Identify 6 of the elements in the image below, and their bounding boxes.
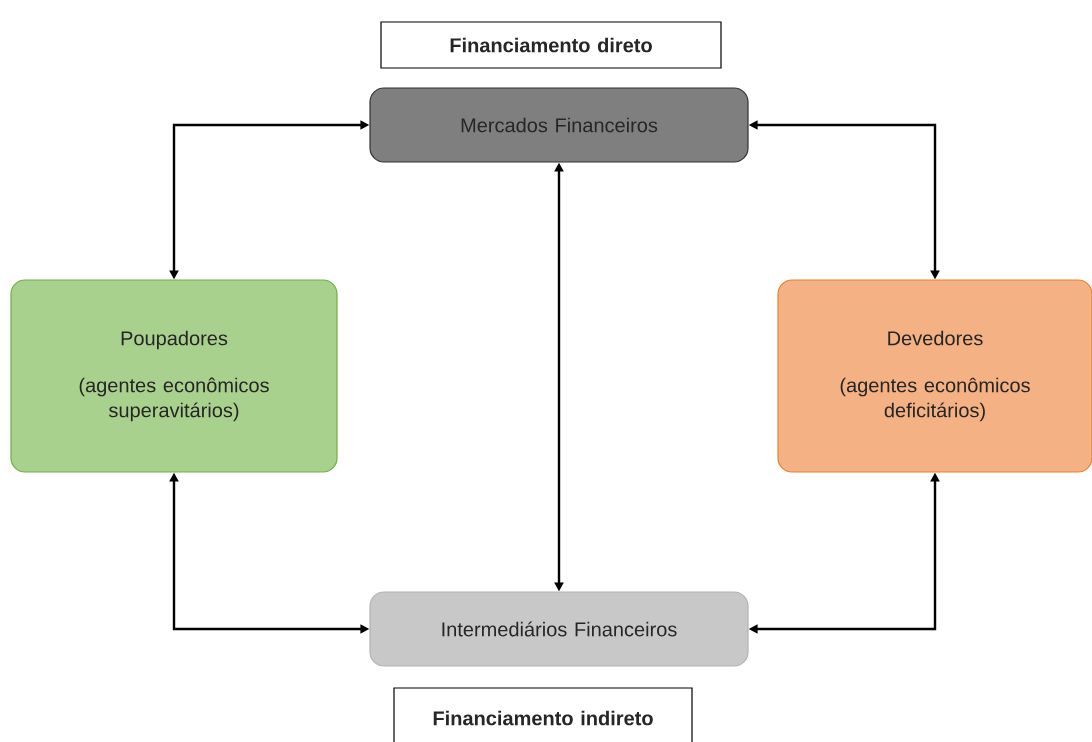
heading-box: Financiamento indireto: [393, 687, 693, 742]
process-box: Intermediários Financeiros: [369, 591, 749, 667]
heading-box: Financiamento direto: [380, 21, 722, 69]
process-box: Mercados Financeiros: [369, 87, 749, 163]
rounded-box: Poupadores (agentes econômicos superavitários): [10, 279, 338, 473]
rounded-box: Devedores (agentes econômicos deficitários): [777, 279, 1092, 473]
